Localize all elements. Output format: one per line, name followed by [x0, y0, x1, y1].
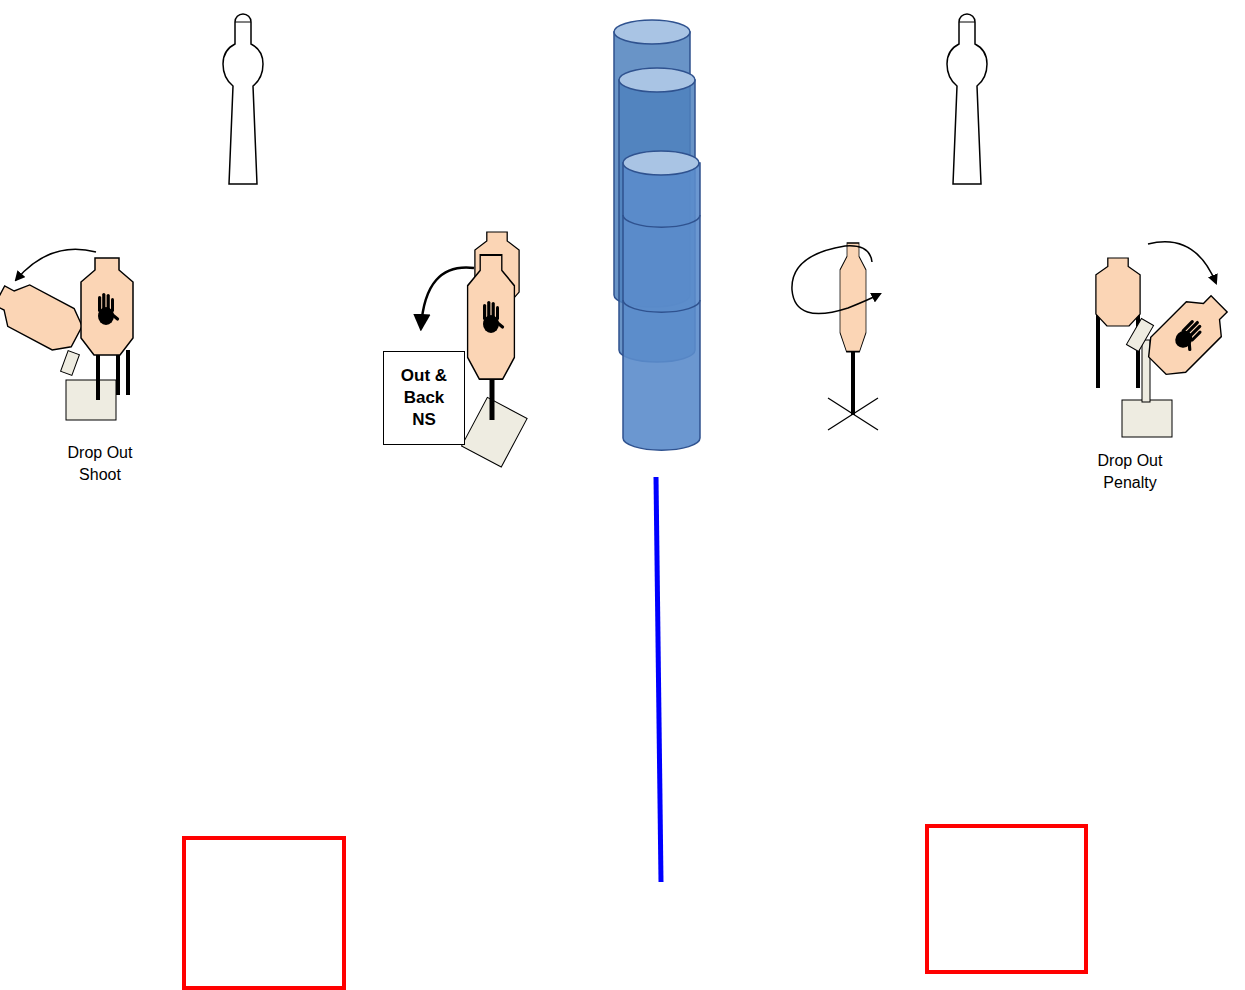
shooting-box	[184, 838, 344, 988]
shooting-box	[927, 826, 1086, 972]
barrel-stack	[614, 20, 700, 450]
paper-silhouette	[947, 14, 987, 184]
note-text: Out & Back NS	[396, 365, 452, 431]
target-caption: Drop Out Shoot	[60, 442, 140, 485]
swinging-target	[792, 243, 880, 430]
fault-line	[656, 477, 661, 882]
paper-silhouette	[223, 14, 263, 184]
note-box: Out & Back NS	[383, 351, 465, 445]
target-caption: Drop Out Penalty	[1090, 450, 1170, 493]
drop-out-penalty-target	[1096, 242, 1237, 437]
drop-out-target	[0, 249, 133, 420]
